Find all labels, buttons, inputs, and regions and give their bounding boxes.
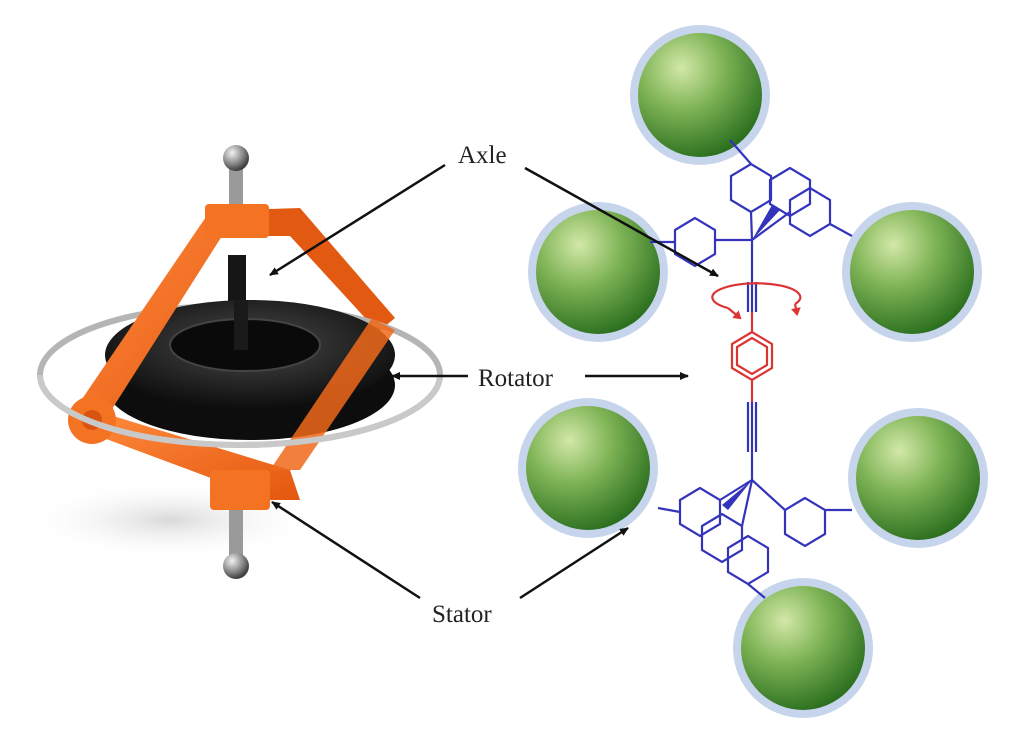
toy-gyroscope-icon <box>20 145 443 579</box>
stator-sphere <box>848 408 988 548</box>
gyro-frame-back <box>236 208 395 332</box>
upper-stator-structure <box>650 139 853 312</box>
gyro-bottom-pin <box>229 500 243 562</box>
molecular-gyroscope-icon <box>518 25 988 718</box>
gyro-frame-front <box>80 208 262 420</box>
rotator-callout: Rotator <box>391 365 689 392</box>
stator-sphere <box>842 202 982 342</box>
gyro-disk-center <box>234 300 248 350</box>
rotator-structure <box>711 282 802 402</box>
axle-arrow-left <box>269 163 446 277</box>
axle-callout: Axle <box>269 142 719 278</box>
gyro-bottom-ball <box>223 553 249 579</box>
gyro-outer-ring-front <box>37 374 443 448</box>
stator-sphere <box>518 398 658 538</box>
gyro-top-ball <box>223 145 249 171</box>
stator-sphere <box>733 578 873 718</box>
stator-sphere <box>630 25 770 165</box>
stator-label: Stator <box>432 601 492 628</box>
stator-arrow-left <box>271 500 421 600</box>
gyro-frame-lower-right <box>270 318 395 470</box>
stator-sphere <box>528 202 668 342</box>
rotator-label: Rotator <box>478 365 554 392</box>
stator-callout: Stator <box>271 500 629 628</box>
stator-arrow-right <box>519 526 629 600</box>
axle-label: Axle <box>458 142 507 169</box>
gyro-frame-bottom-block <box>210 470 270 510</box>
lower-stator-structure <box>657 402 852 599</box>
gyro-frame-top-block <box>205 204 269 238</box>
axle-arrow-right <box>524 166 719 278</box>
